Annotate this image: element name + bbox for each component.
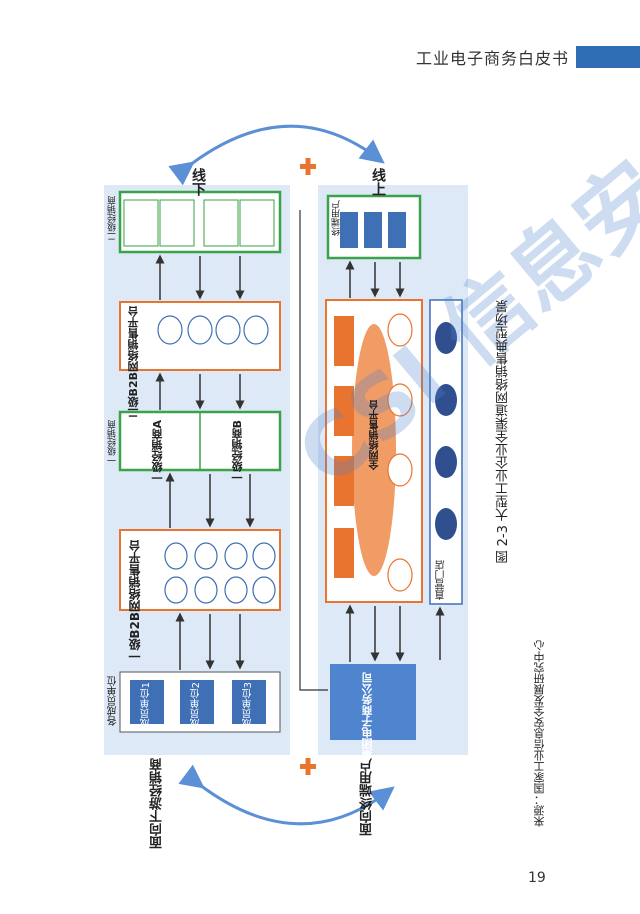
member-unit-3: 成员单位3 (243, 682, 254, 729)
level1-dealer-a: 一级经销商A (151, 420, 164, 484)
plus-top (300, 158, 316, 175)
omni-platform-label: 全网络销售平台 (370, 400, 381, 470)
level2-dealers-title: 二级经销商 (108, 196, 118, 241)
top-curve-arrow (168, 124, 385, 186)
figure-source: 来源：国家工业信息安全发展研究中心 (533, 640, 546, 827)
plus-bottom (300, 758, 316, 775)
right-label: 面向终端用户 (360, 758, 375, 836)
member-unit-2: 成员单位2 (191, 682, 202, 729)
level1-dealers-title: 一级经销商 (108, 420, 118, 465)
level2-platform-label: 二级B2B网络销售平台 (127, 306, 140, 419)
bottom-curve-arrow (178, 764, 395, 826)
left-label: 面向下游经销商 (150, 758, 165, 849)
header-accent-bar (576, 46, 640, 68)
page-number: 19 (528, 870, 546, 886)
header-title: 工业电子商务白皮书 (416, 49, 570, 68)
member-unit-1: 成员单位1 (141, 682, 152, 729)
top-left-label: 线下 (190, 168, 206, 196)
level1-dealer-b: 一级经销商B (231, 420, 244, 484)
top-right-label: 线上 (370, 168, 386, 196)
stores-title: 直营门店 (436, 560, 447, 600)
group-company-box (330, 664, 416, 740)
level1-platform-box (119, 529, 281, 611)
end-users-title: 终端用户 (332, 200, 342, 236)
level2-dealer-cells (123, 199, 275, 247)
member-units-title: 各成员单位 (108, 676, 119, 726)
group-company-label: 集团电子商务公司 (361, 672, 374, 760)
level1-platform-label: 一级B2B网络销售平台 (128, 540, 142, 663)
figure-caption: 图 2-3 大型工业企业全渠道网络销售典型场景 (496, 300, 511, 564)
